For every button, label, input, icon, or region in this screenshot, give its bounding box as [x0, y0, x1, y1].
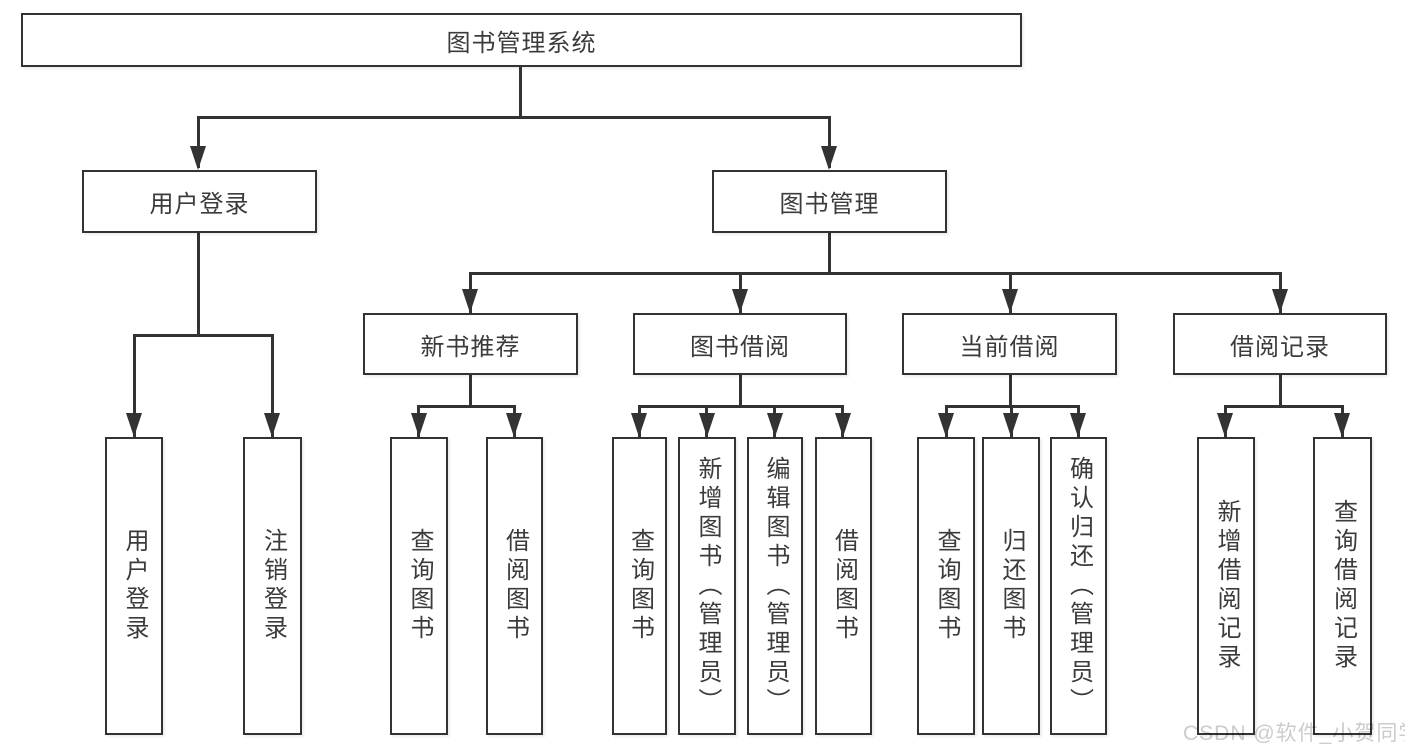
arrowhead-down-icon	[1272, 289, 1288, 313]
arrowhead-down-icon	[1070, 413, 1086, 437]
arrowhead-down-icon	[264, 413, 280, 437]
node-book-management: 图书管理	[712, 170, 947, 233]
node-borrowing-records: 借阅记录	[1173, 313, 1387, 375]
connector-line	[828, 233, 831, 275]
leaf-edit-books-admin: 编辑图书（管理员）	[747, 437, 803, 735]
connector-line	[1224, 405, 1343, 408]
arrowhead-down-icon	[1003, 413, 1019, 437]
arrowhead-down-icon	[1002, 289, 1018, 313]
leaf-label: 注销登录	[259, 528, 287, 644]
leaf-confirm-return-admin: 确认归还（管理员）	[1050, 437, 1107, 735]
arrowhead-down-icon	[126, 413, 142, 437]
connector-line	[271, 334, 274, 437]
node-current-borrowing: 当前借阅	[902, 313, 1117, 375]
connector-line	[469, 272, 1282, 275]
arrowhead-down-icon	[938, 413, 954, 437]
connector-line	[469, 375, 472, 408]
csdn-watermark: CSDN @软件_小贺同学	[1183, 722, 1405, 745]
node-label: 图书管理系统	[446, 29, 597, 57]
leaf-label: 查询图书	[406, 528, 433, 644]
node-book-borrowing: 图书借阅	[633, 313, 847, 375]
leaf-label: 编辑图书（管理员）	[762, 455, 789, 717]
leaf-label: 查询图书	[933, 528, 960, 644]
connector-line	[519, 66, 522, 118]
arrowhead-down-icon	[190, 146, 206, 170]
leaf-label: 新增借阅记录	[1213, 499, 1240, 673]
connector-line	[418, 405, 515, 408]
node-label: 当前借阅	[959, 333, 1060, 361]
arrowhead-down-icon	[506, 413, 522, 437]
leaf-query-books-2: 查询图书	[612, 437, 667, 735]
node-label: 新书推荐	[420, 333, 521, 361]
leaf-add-books-admin: 新增图书（管理员）	[678, 437, 736, 735]
node-label: 用户登录	[149, 191, 250, 218]
connector-line	[1279, 375, 1282, 408]
connector-line	[1009, 375, 1012, 408]
arrowhead-down-icon	[835, 413, 851, 437]
connector-line	[828, 116, 831, 168]
node-library-management-system: 图书管理系统	[21, 13, 1022, 67]
leaf-return-books: 归还图书	[982, 437, 1040, 735]
arrowhead-down-icon	[411, 413, 427, 437]
node-label: 图书借阅	[690, 333, 790, 361]
connector-line	[197, 116, 200, 168]
arrowhead-down-icon	[732, 289, 748, 313]
node-user-login: 用户登录	[82, 170, 317, 233]
leaf-label: 借阅图书	[501, 528, 529, 644]
connector-line	[197, 233, 200, 337]
arrowhead-down-icon	[821, 146, 837, 170]
leaf-label: 新增图书（管理员）	[694, 455, 721, 717]
arrowhead-down-icon	[462, 289, 478, 313]
leaf-label: 确认归还（管理员）	[1065, 455, 1093, 717]
connector-line	[739, 375, 742, 408]
leaf-label: 查询图书	[626, 528, 654, 644]
arrowhead-down-icon	[699, 413, 715, 437]
leaf-borrow-books-1: 借阅图书	[486, 437, 543, 735]
leaf-logout: 注销登录	[243, 437, 302, 735]
arrowhead-down-icon	[631, 413, 647, 437]
leaf-user-login: 用户登录	[105, 437, 163, 735]
connector-line	[133, 334, 274, 337]
node-label: 图书管理	[779, 191, 880, 218]
leaf-label: 查询借阅记录	[1329, 499, 1357, 673]
leaf-add-borrow-record: 新增借阅记录	[1197, 437, 1255, 735]
arrowhead-down-icon	[1334, 413, 1350, 437]
arrowhead-down-icon	[1217, 413, 1233, 437]
node-label: 借阅记录	[1230, 333, 1330, 361]
leaf-label: 归还图书	[998, 528, 1025, 644]
arrowhead-down-icon	[767, 413, 783, 437]
leaf-label: 借阅图书	[830, 528, 858, 644]
leaf-query-books-3: 查询图书	[917, 437, 975, 735]
leaf-borrow-books-2: 借阅图书	[815, 437, 872, 735]
connector-line	[638, 405, 844, 408]
connector-line	[133, 334, 136, 437]
leaf-query-books-1: 查询图书	[390, 437, 448, 735]
connector-line	[197, 116, 831, 119]
node-new-book-recommend: 新书推荐	[363, 313, 578, 375]
leaf-query-borrow-record: 查询借阅记录	[1313, 437, 1372, 735]
leaf-label: 用户登录	[121, 528, 148, 644]
